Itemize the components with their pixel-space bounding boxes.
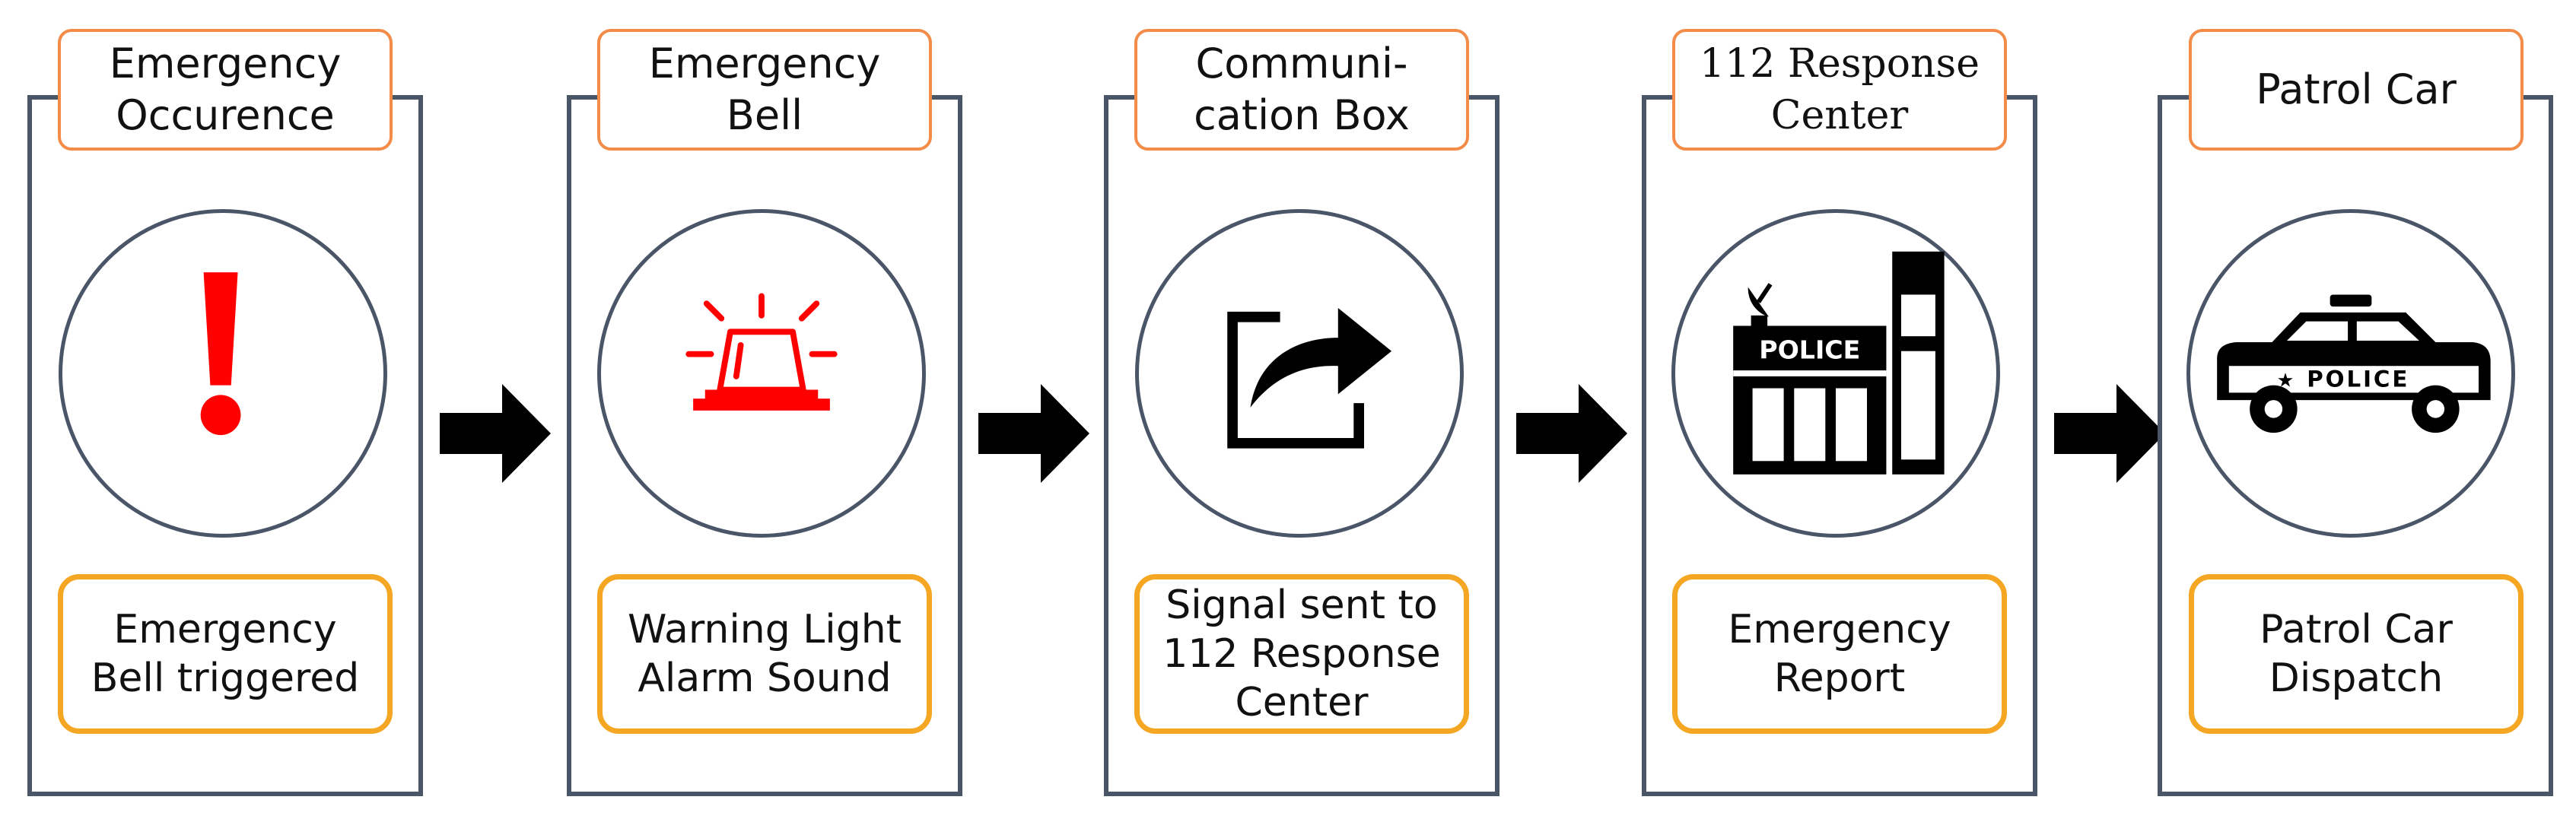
step-description-5: Patrol Car Dispatch xyxy=(2189,574,2524,734)
step-title-5: Patrol Car xyxy=(2189,29,2524,151)
step-description-1: Emergency Bell triggered xyxy=(58,574,393,734)
step-title-3: Communi- cation Box xyxy=(1134,29,1469,151)
step-title-4: 112 Response Center xyxy=(1672,29,2007,151)
share-arrow-icon xyxy=(1227,308,1392,449)
flow-arrow-2 xyxy=(978,384,1089,483)
step-icon-circle-5: POLICE ★ xyxy=(2186,209,2515,538)
flow-arrow-1 xyxy=(440,384,551,483)
step-description-4: Emergency Report xyxy=(1672,574,2007,734)
step-icon-circle-2 xyxy=(597,209,926,538)
station-sign-text: POLICE xyxy=(1759,335,1860,364)
step-icon-circle-1 xyxy=(59,209,387,538)
siren-icon xyxy=(685,293,838,411)
step-description-3: Signal sent to 112 Response Center xyxy=(1134,574,1469,734)
car-sign-text: POLICE xyxy=(2307,367,2409,392)
flow-arrow-3 xyxy=(1516,384,1627,483)
step-icon-circle-4: POLICE xyxy=(1671,209,2000,538)
police-car-icon: POLICE ★ xyxy=(2217,294,2491,433)
flow-arrow-4 xyxy=(2054,384,2165,483)
step-description-2: Warning Light Alarm Sound xyxy=(597,574,932,734)
step-title-1: Emergency Occurence xyxy=(58,29,393,151)
svg-text:★: ★ xyxy=(2277,369,2295,392)
step-title-2: Emergency Bell xyxy=(597,29,932,151)
police-station-icon: POLICE xyxy=(1733,251,1945,475)
step-icon-circle-3 xyxy=(1135,209,1464,538)
exclamation-icon xyxy=(200,272,241,436)
